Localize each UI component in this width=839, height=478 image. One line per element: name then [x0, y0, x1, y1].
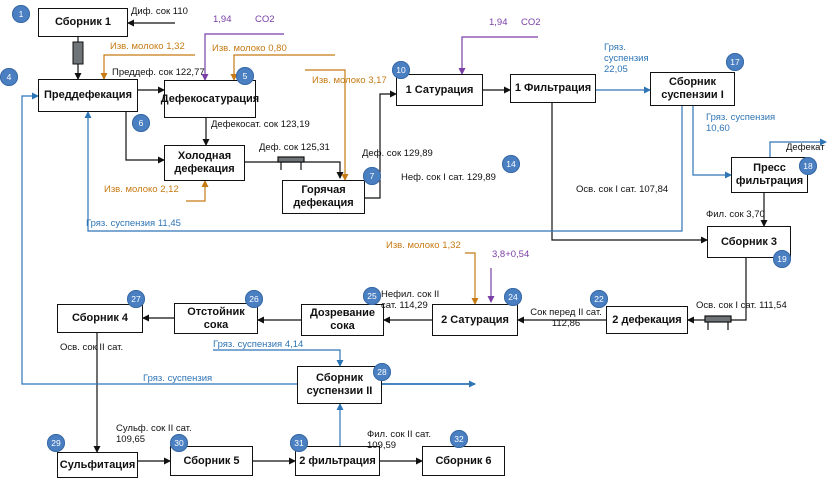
flow-7-to-10 — [365, 90, 397, 199]
label-sat-038: 3,8+0,54 — [492, 249, 530, 260]
label-osv-sok-i-10784: Осв. сок I сат. 107,84 — [576, 184, 669, 195]
unit-dozrevanie-soka: Дозревание сока — [301, 304, 384, 336]
badge-18: 18 — [799, 157, 817, 175]
unit-1-filtraciya: 1 Фильтрация — [510, 74, 596, 103]
label-co2-a-value: 1,94 — [213, 14, 232, 25]
badge-7: 7 — [363, 167, 381, 185]
unit-2-defekaciya: 2 дефекация — [606, 306, 688, 334]
pump-icon-a — [277, 156, 305, 170]
pump-icon-b — [704, 315, 732, 330]
valve-icon — [72, 41, 84, 65]
badge-31: 31 — [290, 434, 308, 452]
unit-defekosaturaciya: Дефекосатурация — [161, 80, 259, 118]
badge-25: 25 — [363, 287, 381, 305]
flow-4-to-6 — [125, 112, 165, 164]
badge-19: 19 — [773, 250, 791, 268]
label-izv-132-top: Изв. молоко 1,32 — [110, 41, 185, 52]
badge-1: 1 — [12, 5, 30, 23]
unit-press-filtraciya: Пресс фильтрация — [731, 157, 808, 193]
label-fil-sok-ii: Фил. сок II сат. 109,59 — [367, 429, 431, 451]
unit-1-saturaciya: 1 Сатурация — [396, 74, 483, 106]
badge-27: 27 — [127, 290, 145, 308]
susp-18-defekat — [769, 138, 827, 157]
unit-preddefekaciya: Преддефекация — [38, 79, 138, 112]
flow-14-to-19 — [551, 103, 708, 244]
unit-goryachaya-defekaciya: Горячая дефекация — [282, 180, 365, 214]
label-defekosat-sok: Дефекосат. сок 123,19 — [211, 119, 310, 130]
unit-2-filtraciya: 2 фильтрация — [295, 446, 380, 476]
susp-17-return — [84, 106, 683, 232]
label-fil-sok: Фил. сок 3,70 — [706, 209, 765, 220]
badge-17: 17 — [726, 53, 744, 71]
label-nefil-sok: Нефил. сок II сат. 114,29 — [381, 289, 440, 311]
label-def-sok-12531: Деф. сок 125,31 — [259, 142, 330, 153]
co2-line-b — [458, 36, 538, 75]
label-def-sok-12989: Деф. сок 129,89 — [362, 148, 433, 159]
badge-4: 4 — [0, 68, 18, 86]
susp-28-return — [21, 92, 297, 385]
badge-24: 24 — [504, 288, 522, 306]
unit-sbornik-suspenzii-1: Сборник суспензии I — [650, 72, 735, 106]
label-izv-212: Изв. молоко 2,12 — [104, 184, 179, 195]
unit-sbornik-5: Сборник 5 — [170, 446, 253, 476]
label-gryaz-2205: Гряз. суспензия 22,05 — [604, 42, 649, 75]
badge-6: 6 — [132, 114, 150, 132]
co2-line-a — [201, 33, 284, 81]
label-izv-080: Изв. молоко 0,80 — [212, 43, 287, 54]
badge-14: 14 — [502, 155, 520, 173]
label-co2-b-value: 1,94 — [489, 17, 508, 28]
label-co2-a: CO2 — [255, 14, 275, 25]
label-gryaz-plain: Гряз. суспензия — [143, 373, 213, 384]
flow-6-to-7 — [245, 161, 344, 179]
unit-2-saturaciya: 2 Сатурация — [432, 304, 518, 336]
label-preddef-sok: Преддеф. сок 122,77 — [112, 67, 205, 78]
label-dif-sok: Диф. сок 110 — [131, 6, 188, 17]
unit-sulfitaciya: Сульфитация — [57, 452, 138, 478]
label-nef-sok: Неф. сок I сат. 129,89 — [401, 172, 496, 183]
label-izv-132-mid: Изв. молоко 1,32 — [386, 240, 461, 251]
unit-sbornik-4: Сборник 4 — [57, 304, 143, 333]
label-sok-pered: Сок перед II сат. 112,86 — [530, 307, 602, 329]
unit-sbornik-6: Сборник 6 — [422, 446, 505, 476]
badge-28: 28 — [373, 363, 391, 381]
unit-otstoynik-soka: Отстойник сока — [174, 303, 258, 334]
label-osv-sok-i-11154: Осв. сок I сат. 111,54 — [696, 300, 787, 311]
label-gryaz-1145: Гряз. суспензия 11,45 — [86, 218, 181, 229]
label-osv-sok-ii: Осв. сок II сат. — [60, 342, 124, 353]
izv-317-line — [305, 69, 349, 181]
label-co2-b: CO2 — [521, 17, 541, 28]
label-gryaz-414: Гряз. суспензия 4,14 — [213, 339, 304, 350]
badge-5: 5 — [236, 67, 254, 85]
izv-132-line — [100, 54, 195, 80]
unit-holodnaya-defekaciya: Холодная дефекация — [164, 145, 245, 181]
unit-sbornik-suspenzii-2: Сборник суспензии II — [297, 366, 382, 404]
izv-080-line — [230, 54, 335, 81]
badge-29: 29 — [47, 434, 65, 452]
label-sulf-sok: Сульф. сок II сат. 109,65 — [116, 423, 192, 445]
badge-10: 10 — [392, 61, 410, 79]
badge-22: 22 — [590, 290, 608, 308]
badge-32: 32 — [450, 430, 468, 448]
unit-sbornik-1: Сборник 1 — [38, 8, 128, 37]
susp-17-to-18 — [692, 106, 732, 179]
izv-212-line — [186, 180, 209, 202]
label-izv-317: Изв. молоко 3,17 — [312, 75, 387, 86]
badge-26: 26 — [245, 290, 263, 308]
label-defekat: Дефекат — [786, 142, 825, 153]
badge-30: 30 — [170, 434, 188, 452]
susp-26-to-28 — [213, 349, 344, 367]
label-gryaz-1060: Гряз. суспензия 10,60 — [706, 112, 776, 134]
izv-132-mid-line — [465, 252, 479, 305]
